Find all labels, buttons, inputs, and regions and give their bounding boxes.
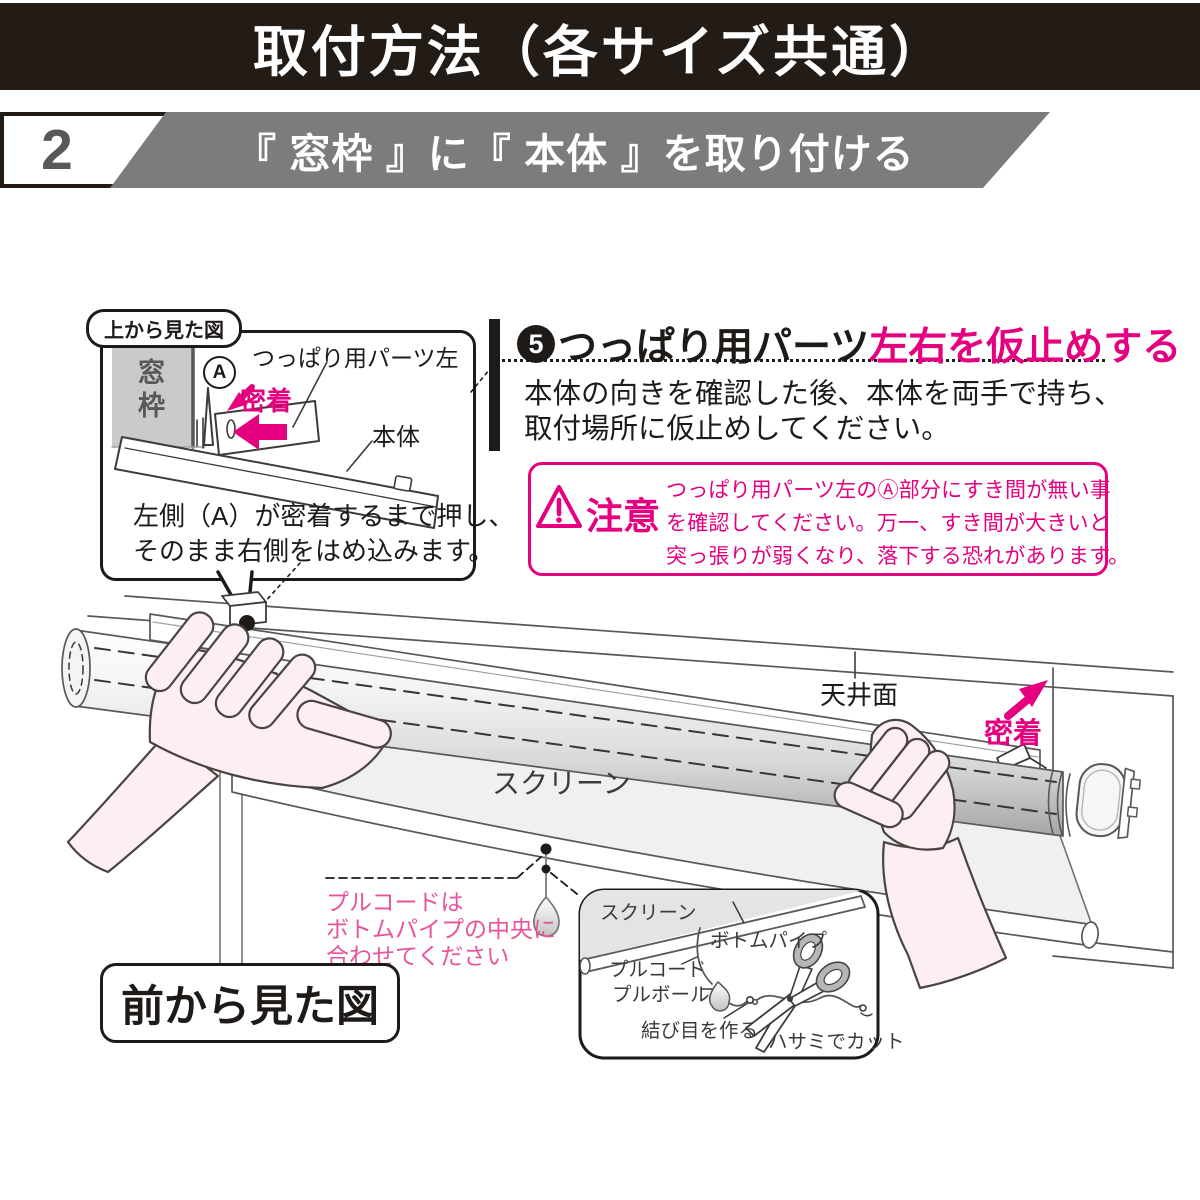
step5-body-line1: 本体の向きを確認した後、本体を両手で持ち、	[524, 378, 1123, 410]
step5-body-line2: 取付場所に仮止めしてください。	[524, 413, 950, 445]
step5-number-icon: 5	[517, 325, 555, 363]
page-header: 取付方法（各サイズ共通）	[0, 3, 1200, 90]
adhere-label-main: 密着	[984, 718, 1043, 750]
step5-heading-pink: 左右を仮止めする	[869, 326, 1182, 369]
step-banner: 『 窓枠 』に『 本体 』を取り付ける 2	[0, 112, 1200, 188]
step-banner-ribbon: 『 窓枠 』に『 本体 』を取り付ける	[110, 112, 1050, 188]
caution-box	[528, 462, 1108, 576]
step5-heading: 5 つっぱり用パーツ 左右を仮止めする	[517, 316, 1181, 372]
step5-accent-bar	[489, 319, 500, 451]
inset-bottom-pipe-label: ボトムパイプ	[710, 930, 828, 952]
caution-line3: 突っ張りが弱くなり、落下する恐れがあります。	[666, 545, 1130, 568]
tension-part-label: つっぱり用パーツ左	[252, 345, 459, 371]
caution-title: 注意	[586, 496, 660, 537]
step-number: 2	[41, 118, 73, 182]
window-frame-label: 窓枠	[134, 358, 164, 424]
inset-knot-label: 結び目を作る	[641, 1020, 759, 1042]
inset-cut-label: ハサミでカット	[768, 1031, 905, 1053]
inset-screen-label: スクリーン	[600, 902, 697, 924]
warning-triangle-icon	[536, 484, 582, 535]
marker-a-badge: A	[203, 356, 236, 389]
body-unit-label: 本体	[372, 424, 420, 451]
screen-label: スクリーン	[492, 768, 631, 799]
caution-line1: つっぱり用パーツ左のⒶ部分にすき間が無い事	[666, 479, 1111, 502]
step5-heading-black: つっぱり用パーツ	[558, 326, 870, 369]
top-view-tag: 上から見た図	[86, 309, 242, 348]
front-view-tag: 前から見た図	[100, 963, 400, 1043]
adhere-label-top-view: 密着	[240, 386, 293, 416]
step-banner-title: 『 窓枠 』に『 本体 』を取り付ける	[235, 131, 915, 177]
top-view-caption-line1: 左側（A）が密着するまで押し、	[133, 501, 515, 531]
top-view-caption-line2: そのまま右側をはめ込みます。	[133, 536, 495, 566]
ceiling-label: 天井面	[820, 680, 899, 710]
page-title: 取付方法（各サイズ共通）	[252, 20, 948, 83]
inset-pull-ball-label: プルボール	[612, 984, 710, 1006]
step5-divider	[495, 359, 1105, 362]
caution-line2: を確認してください。万一、すき間が大きいと	[666, 512, 1110, 535]
